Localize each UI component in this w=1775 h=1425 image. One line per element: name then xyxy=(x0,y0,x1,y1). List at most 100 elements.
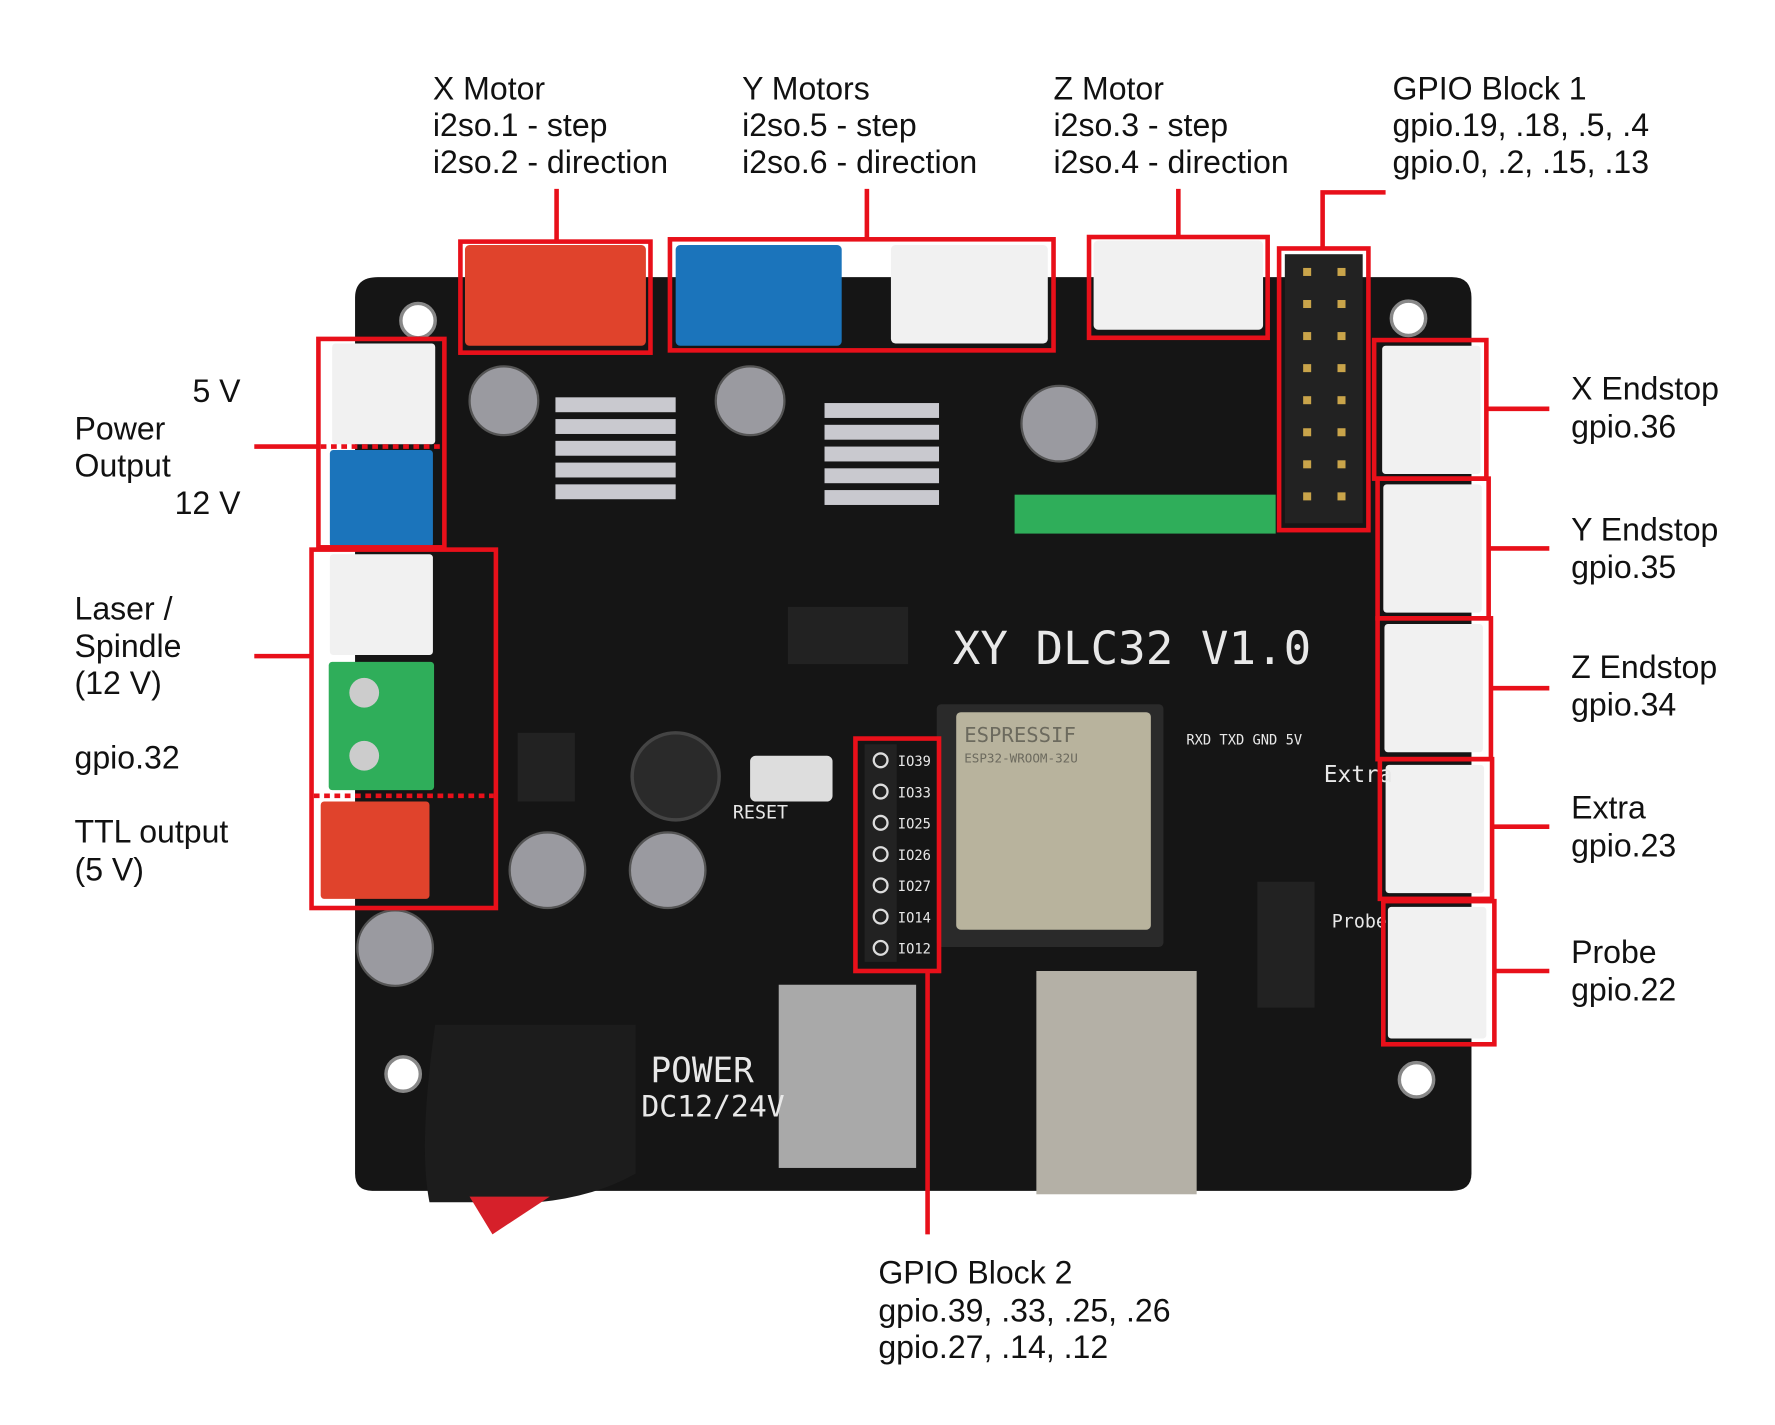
ttl-connector xyxy=(320,801,430,899)
y-motors-box xyxy=(667,237,1056,353)
header-pin xyxy=(1303,300,1312,309)
label-ttl-output: TTL output (5 V) xyxy=(75,814,229,888)
mounting-hole xyxy=(384,1055,423,1093)
svg-text:gpio.36: gpio.36 xyxy=(1571,408,1676,444)
svg-text:(5 V): (5 V) xyxy=(75,852,144,888)
board-name: XY DLC32 V1.0 xyxy=(953,621,1311,675)
pin-label: IO27 xyxy=(898,879,931,895)
label-laser-spindle: Laser / Spindle (12 V) gpio.32 xyxy=(75,590,182,775)
laser-ttl-box xyxy=(309,547,499,911)
label-power-output: 5 V Power Output 12 V xyxy=(75,373,242,521)
label-z-motor: Z Motor i2so.3 - step i2so.4 - direction xyxy=(1054,71,1289,180)
header-pin xyxy=(872,877,889,894)
label-extra: Extra gpio.23 xyxy=(1571,790,1676,864)
svg-text:i2so.2 - direction: i2so.2 - direction xyxy=(433,144,668,180)
svg-text:i2so.6 - direction: i2so.6 - direction xyxy=(742,144,977,180)
extra-connector xyxy=(1385,764,1485,894)
svg-text:gpio.35: gpio.35 xyxy=(1571,549,1676,585)
svg-text:i2so.5 - step: i2so.5 - step xyxy=(742,107,917,143)
power-voltage-label: DC12/24V xyxy=(641,1089,784,1124)
svg-text:Laser /: Laser / xyxy=(75,590,173,626)
svg-text:Spindle: Spindle xyxy=(75,628,182,664)
chip xyxy=(787,606,909,665)
inductor xyxy=(630,731,721,822)
header-pin xyxy=(1337,267,1346,276)
header-pin xyxy=(1303,332,1312,341)
label-x-endstop: X Endstop gpio.36 xyxy=(1571,371,1719,445)
header-pin xyxy=(872,908,889,925)
svg-text:Z Motor: Z Motor xyxy=(1054,71,1165,107)
header-pin xyxy=(872,783,889,800)
header-pin xyxy=(1303,492,1312,501)
header-pin xyxy=(1303,460,1312,469)
svg-text:Output: Output xyxy=(75,447,171,483)
reset-button xyxy=(750,755,833,802)
z-endstop-connector xyxy=(1384,624,1483,753)
label-z-endstop: Z Endstop gpio.34 xyxy=(1571,649,1717,723)
x-endstop-connector xyxy=(1382,345,1481,475)
svg-text:Probe: Probe xyxy=(1571,934,1657,970)
svg-text:Y Endstop: Y Endstop xyxy=(1571,511,1718,547)
mounting-hole xyxy=(1389,299,1428,338)
header-pin xyxy=(1337,460,1346,469)
x-motor-connector xyxy=(464,245,646,346)
probe-silk: Probe xyxy=(1332,911,1387,932)
header-pin xyxy=(872,752,889,769)
svg-text:Power: Power xyxy=(75,411,166,447)
header-pin xyxy=(1303,364,1312,373)
heatsink xyxy=(824,403,940,505)
header-pin xyxy=(1303,396,1312,405)
gpio-block-2-box xyxy=(853,736,942,974)
pin-label: IO26 xyxy=(898,848,931,864)
svg-text:i2so.3 - step: i2so.3 - step xyxy=(1054,107,1229,143)
header-pin xyxy=(872,846,889,863)
probe-connector xyxy=(1387,906,1487,1039)
svg-text:gpio.0, .2, .15, .13: gpio.0, .2, .15, .13 xyxy=(1392,144,1649,180)
power-12v-connector xyxy=(329,450,433,548)
mounting-hole xyxy=(1397,1060,1436,1099)
pin-label: IO39 xyxy=(898,754,931,770)
svg-text:X Endstop: X Endstop xyxy=(1571,371,1719,407)
green-terminal xyxy=(1014,494,1276,534)
svg-text:Y Motors: Y Motors xyxy=(742,71,870,107)
pin-label: IO33 xyxy=(898,785,931,801)
chip xyxy=(517,732,575,802)
svg-text:i2so.4 - direction: i2so.4 - direction xyxy=(1054,144,1289,180)
heatsink xyxy=(555,397,676,500)
power-switch xyxy=(424,1024,636,1203)
pin-label: IO12 xyxy=(898,942,931,958)
gpio-block-1-header xyxy=(1284,254,1363,524)
pin-label: IO25 xyxy=(898,817,931,833)
header-pin xyxy=(1337,492,1346,501)
svg-text:(12 V): (12 V) xyxy=(75,665,162,701)
svg-text:gpio.23: gpio.23 xyxy=(1571,827,1676,863)
module-model: ESP32-WROOM-32U xyxy=(964,751,1078,766)
svg-text:gpio.19, .18, .5, .4: gpio.19, .18, .5, .4 xyxy=(1392,107,1649,143)
svg-text:5 V: 5 V xyxy=(192,373,241,409)
dc-jack xyxy=(778,984,917,1168)
header-pin xyxy=(1337,300,1346,309)
chip xyxy=(1257,881,1315,1008)
usb-connector xyxy=(1036,970,1197,1195)
laser-connector xyxy=(329,554,433,655)
svg-text:Z Endstop: Z Endstop xyxy=(1571,649,1717,685)
header-pin xyxy=(1337,332,1346,341)
power-5v-connector xyxy=(332,343,436,445)
svg-text:TTL output: TTL output xyxy=(75,814,229,850)
mounting-hole xyxy=(399,301,437,340)
pcb-board: ESPRESSIF ESP32-WROOM-32U XY DLC32 V1.0 … xyxy=(320,240,1487,1235)
pin-label: IO14 xyxy=(898,910,931,926)
label-gpio-block-2: GPIO Block 2 gpio.39, .33, .25, .26 gpio… xyxy=(878,1255,1170,1365)
svg-text:gpio.34: gpio.34 xyxy=(1571,687,1676,723)
svg-text:GPIO Block 2: GPIO Block 2 xyxy=(878,1255,1072,1291)
svg-text:gpio.39, .33, .25, .26: gpio.39, .33, .25, .26 xyxy=(878,1292,1170,1328)
reset-label: RESET xyxy=(733,803,788,824)
header-pin xyxy=(1303,267,1312,276)
svg-text:X Motor: X Motor xyxy=(433,71,546,107)
extra-silk: Extra xyxy=(1324,762,1393,788)
module-brand: ESPRESSIF xyxy=(964,723,1076,747)
svg-text:gpio.22: gpio.22 xyxy=(1571,972,1676,1008)
svg-text:gpio.27, .14, .12: gpio.27, .14, .12 xyxy=(878,1329,1108,1365)
y-endstop-connector xyxy=(1383,484,1482,613)
